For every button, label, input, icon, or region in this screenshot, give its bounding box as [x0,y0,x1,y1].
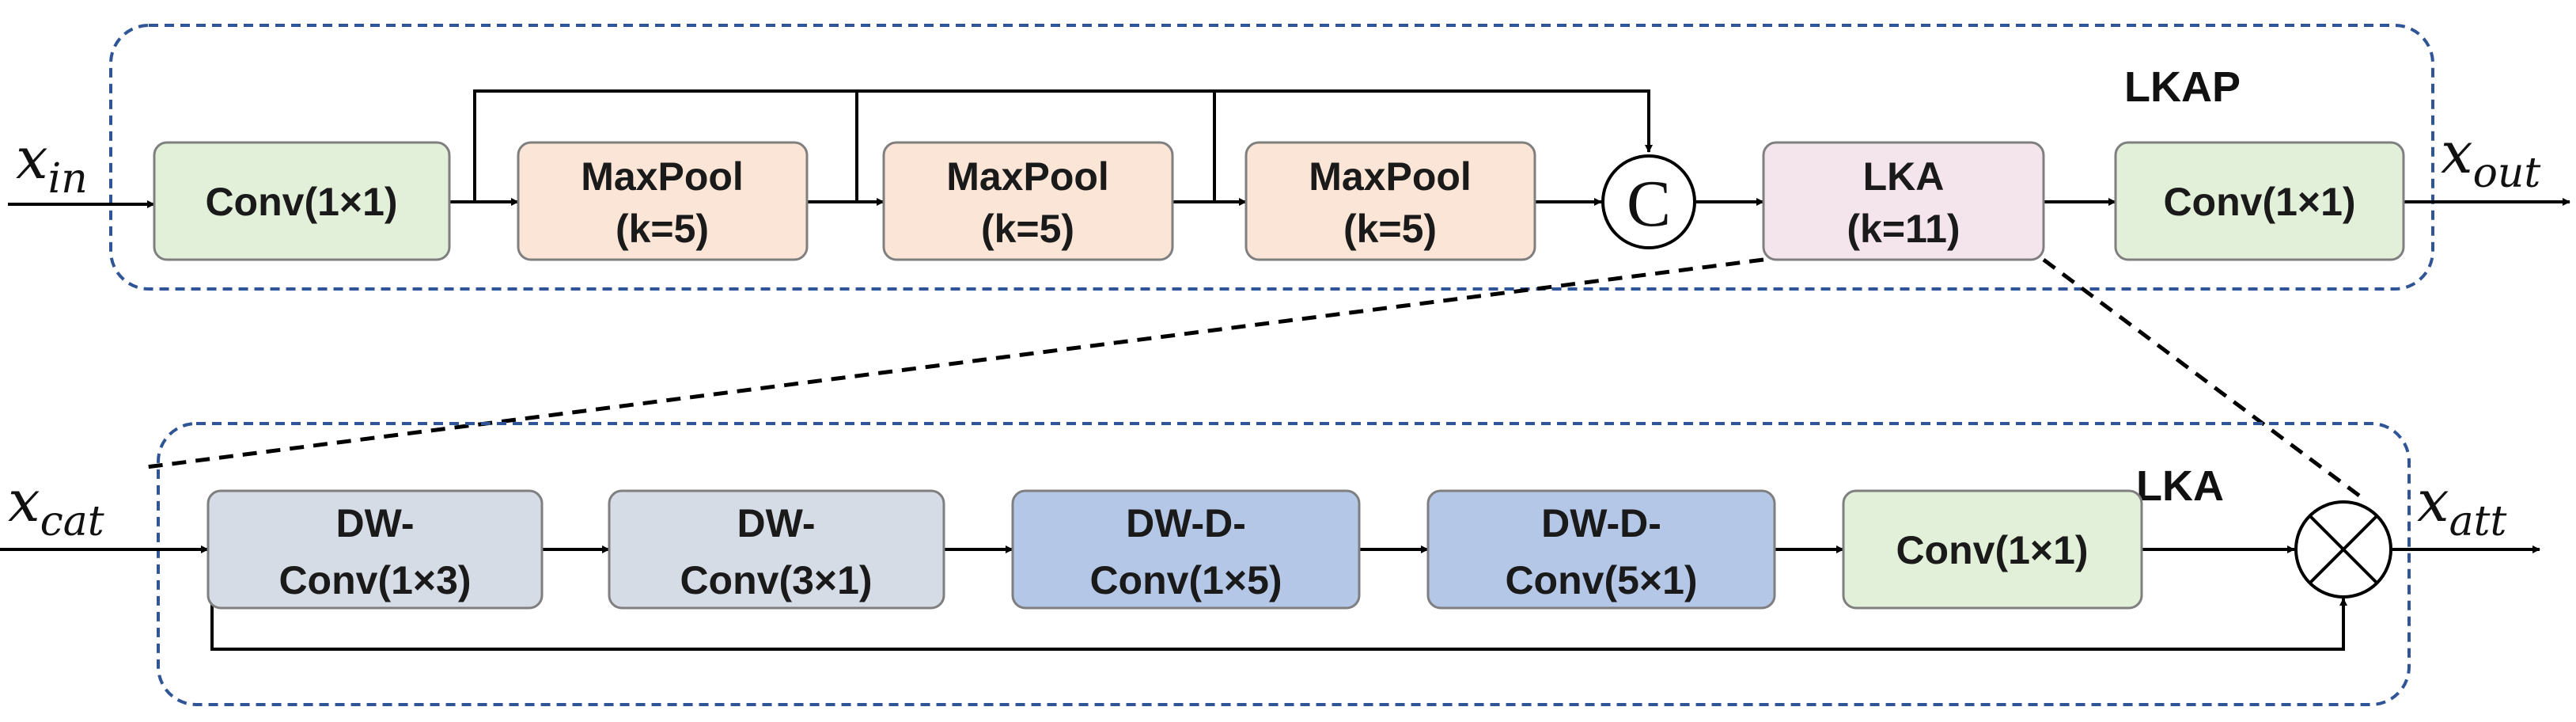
multiply-node [2294,500,2392,598]
lkap-output-var: xout [2441,120,2540,197]
lkap-group-border [109,24,2434,291]
maxpool-1-label-line1: MaxPool [581,154,744,199]
dwdconv-5x1-box [1426,489,1776,610]
dwconv-3x1-label-line2: Conv(3×1) [680,558,872,602]
conv-1x1-box [1842,489,2143,610]
maxpool-1-box [517,141,809,261]
concat-node: C [1601,154,1696,249]
lka-block-conv-1x1: Conv(1×1) [1842,489,2143,610]
dwdconv-1x5-box [1011,489,1361,610]
lka-block-dwconv-1x3: DW- Conv(1×3) [206,489,544,610]
maxpool-1-label-line2: (k=5) [616,207,709,251]
lka-block-dwconv-3x1: DW- Conv(3×1) [608,489,945,610]
maxpool-3-label-line2: (k=5) [1343,207,1437,251]
conv-out-label: Conv(1×1) [2163,180,2355,224]
lkap-connections [8,89,2570,208]
zoom-line-right [2042,257,2367,503]
lkap-block-maxpool-1: MaxPool (k=5) [517,141,809,261]
lka-box [1762,141,2045,261]
lka-block-dwdconv-5x1: DW-D- Conv(5×1) [1426,489,1776,610]
lkap-block-conv-in: Conv(1×1) [153,141,451,261]
lka-output-var: xatt [2417,468,2507,545]
dwconv-3x1-label-line1: DW- [737,501,816,545]
dwconv-3x1-box [608,489,945,610]
maxpool-3-label-line1: MaxPool [1309,154,1472,199]
lka-block-dwdconv-1x5: DW-D- Conv(1×5) [1011,489,1361,610]
lka-input-var: xcat [8,468,104,545]
dwdconv-1x5-label-line2: Conv(1×5) [1089,558,1282,602]
conv-out-box [2114,141,2405,261]
maxpool-2-box [882,141,1174,261]
lka-title: LKA [2136,462,2224,510]
multiply-cross-b [2309,515,2378,584]
maxpool-2-label-line1: MaxPool [946,154,1109,199]
dwdconv-5x1-label-line1: DW-D- [1541,501,1661,545]
lka-label-line1: LKA [1863,154,1945,199]
maxpool-3-box [1244,141,1536,261]
concat-symbol: C [1627,167,1671,241]
zoom-line-left [146,257,1764,469]
conv-in-box [153,141,451,261]
dwconv-1x3-label-line1: DW- [336,501,415,545]
lka-module: LKA xcat xatt DW- Conv(1×3) DW- Conv(3×1… [0,422,2540,706]
lkap-block-maxpool-2: MaxPool (k=5) [882,141,1174,261]
lka-label-line2: (k=11) [1847,207,1960,251]
conv-1x1-label: Conv(1×1) [1896,528,2088,572]
dwconv-1x3-label-line2: Conv(1×3) [278,558,471,602]
lkap-title: LKAP [2124,63,2241,111]
concat-circle [1601,154,1696,249]
dwdconv-5x1-label-line2: Conv(5×1) [1505,558,1697,602]
dwconv-1x3-box [206,489,544,610]
lkap-block-lka: LKA (k=11) [1762,141,2045,261]
dwdconv-1x5-label-line1: DW-D- [1126,501,1246,545]
maxpool-2-label-line2: (k=5) [981,207,1074,251]
lkap-block-conv-out: Conv(1×1) [2114,141,2405,261]
zoom-lines [146,257,2367,503]
lkap-block-maxpool-3: MaxPool (k=5) [1244,141,1536,261]
conv-in-label: Conv(1×1) [205,180,397,224]
concat-skip-bus [473,89,1653,202]
lkap-module: LKAP xin xout Conv(1×1) [8,24,2570,291]
lkap-input-var: xin [16,125,88,203]
